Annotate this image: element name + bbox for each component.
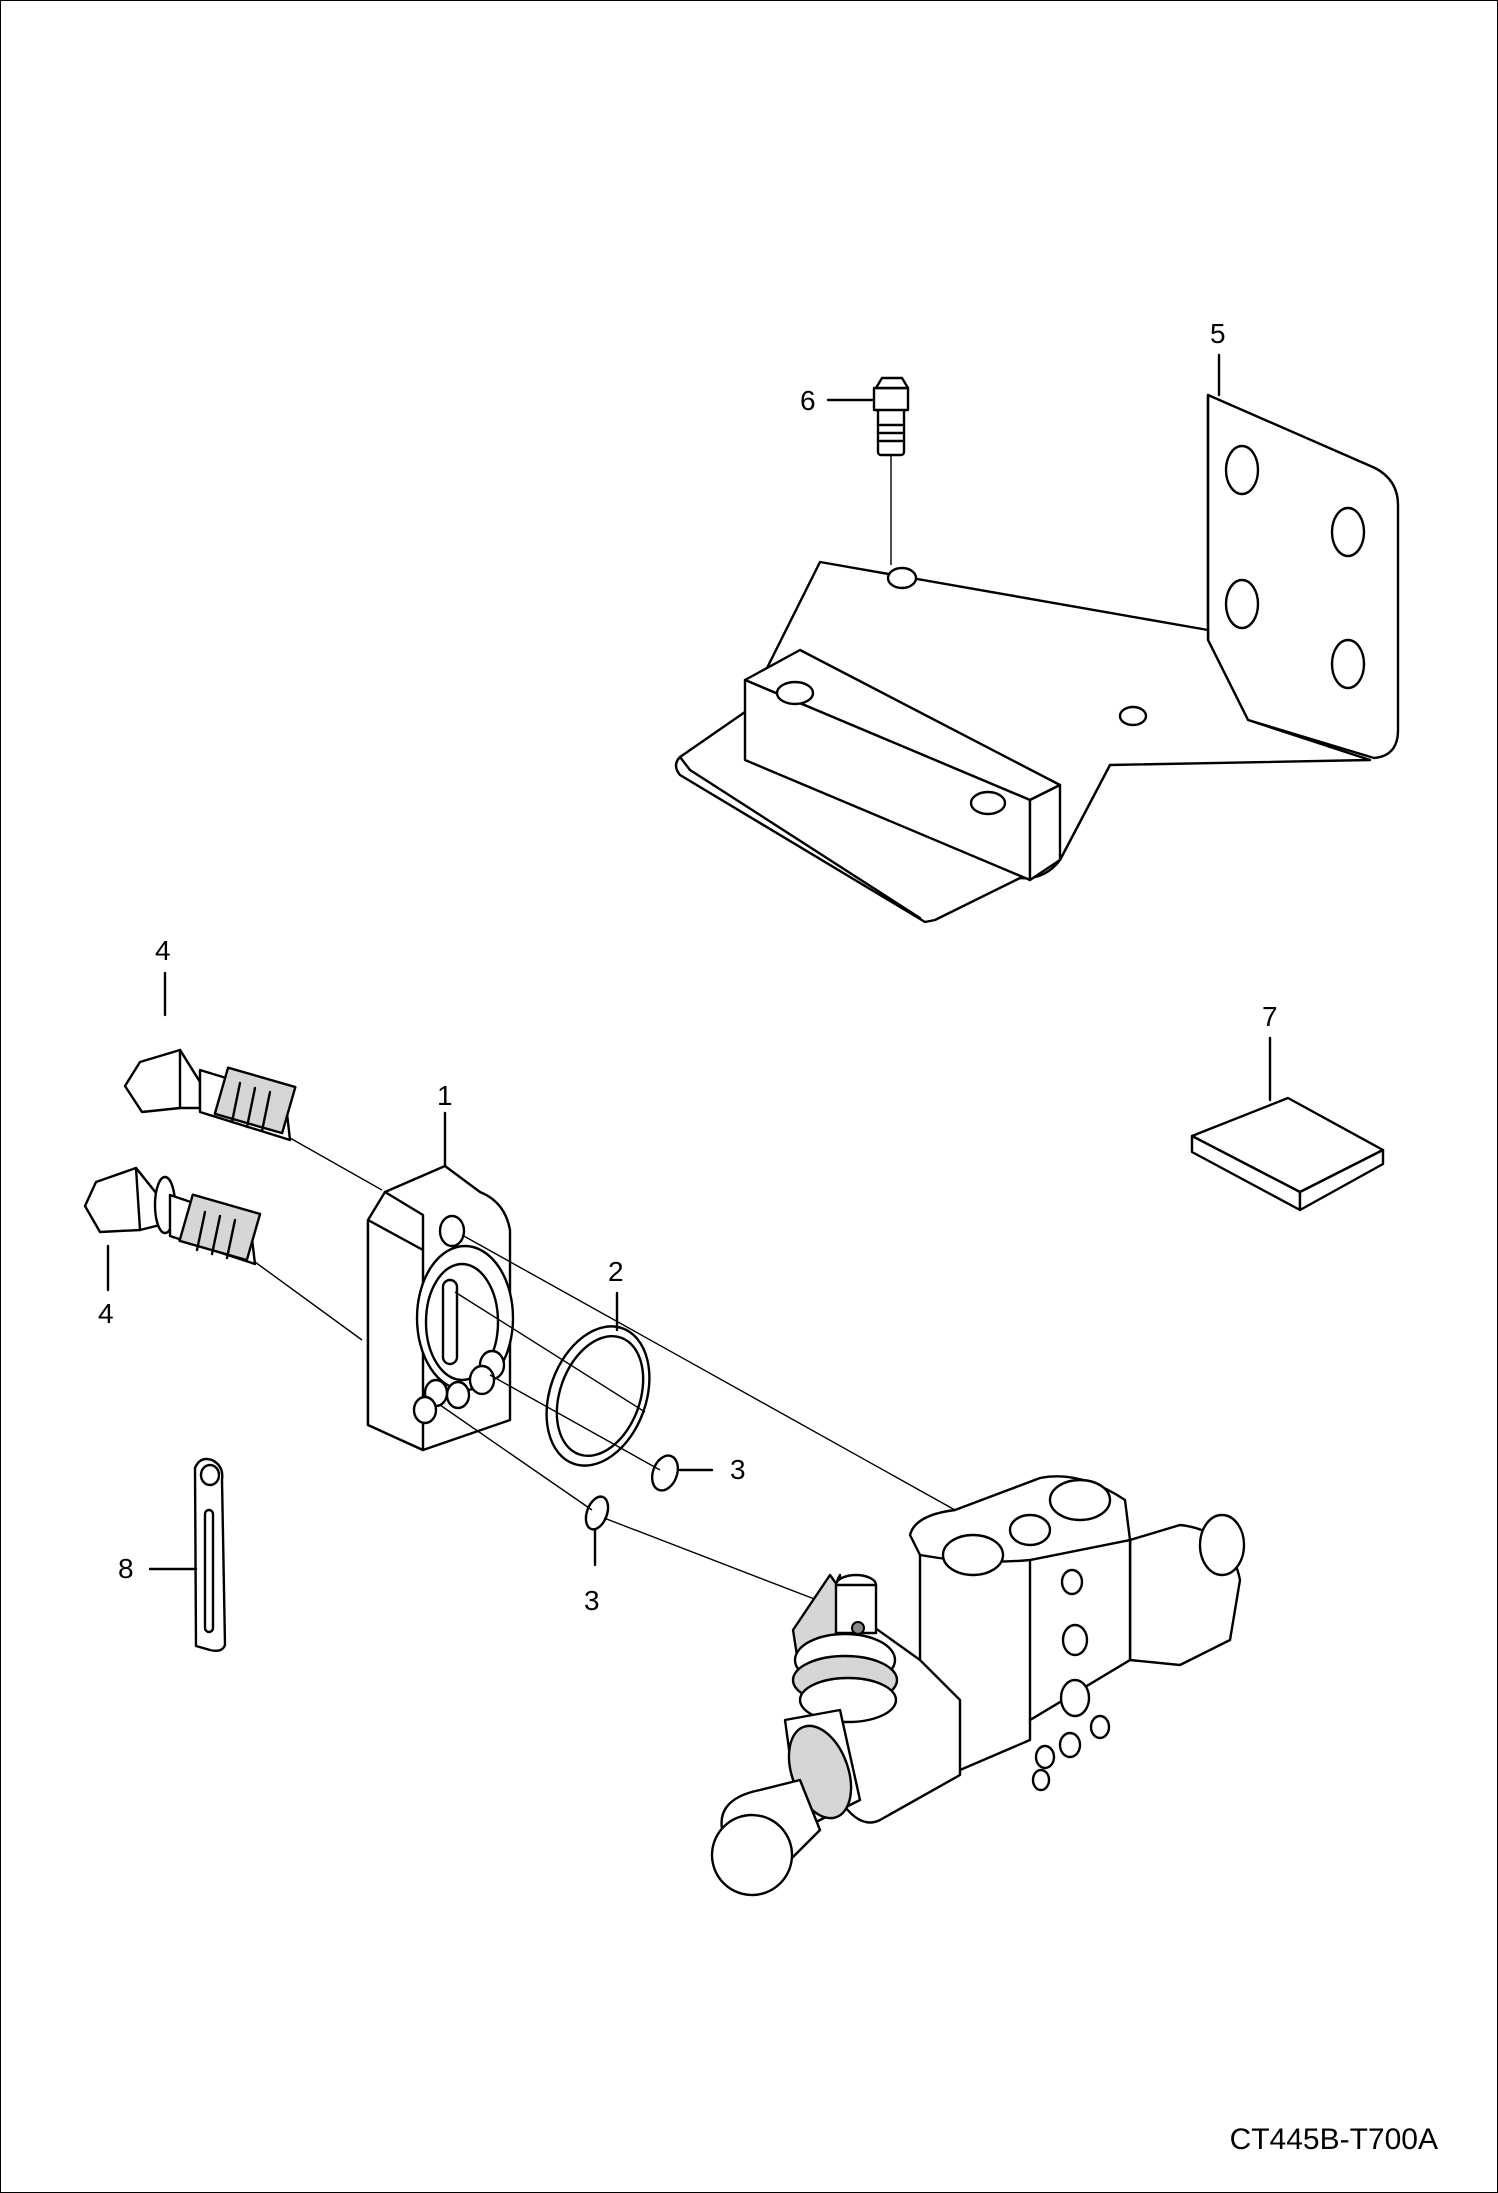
callout-5: 5 bbox=[1210, 318, 1226, 349]
drawing-code: CT445B-T700A bbox=[1229, 2123, 1438, 2156]
part-8-strap bbox=[193, 1457, 227, 1653]
part-4-bolt-lower bbox=[83, 1166, 262, 1266]
callout-4-upper: 4 bbox=[155, 935, 171, 966]
callout-3-lower: 3 bbox=[584, 1585, 600, 1616]
part-6-bolt bbox=[872, 376, 910, 565]
callout-3-upper: 3 bbox=[730, 1454, 746, 1485]
callout-4-lower: 4 bbox=[98, 1298, 114, 1329]
part-4-bolt-upper bbox=[123, 1048, 297, 1142]
callout-6: 6 bbox=[800, 385, 816, 416]
callout-7: 7 bbox=[1262, 1001, 1278, 1032]
part-5-bracket bbox=[674, 393, 1400, 924]
callout-2: 2 bbox=[608, 1256, 624, 1287]
callout-leaders bbox=[106, 353, 1272, 1571]
valve-assembly bbox=[710, 1475, 1246, 1897]
part-2-oring bbox=[545, 1325, 651, 1467]
callout-8: 8 bbox=[118, 1553, 134, 1584]
part-1-flange bbox=[366, 1164, 515, 1452]
part-3-small-orings bbox=[584, 1454, 680, 1531]
callout-1: 1 bbox=[437, 1080, 453, 1111]
part-7-plate bbox=[1190, 1096, 1385, 1212]
